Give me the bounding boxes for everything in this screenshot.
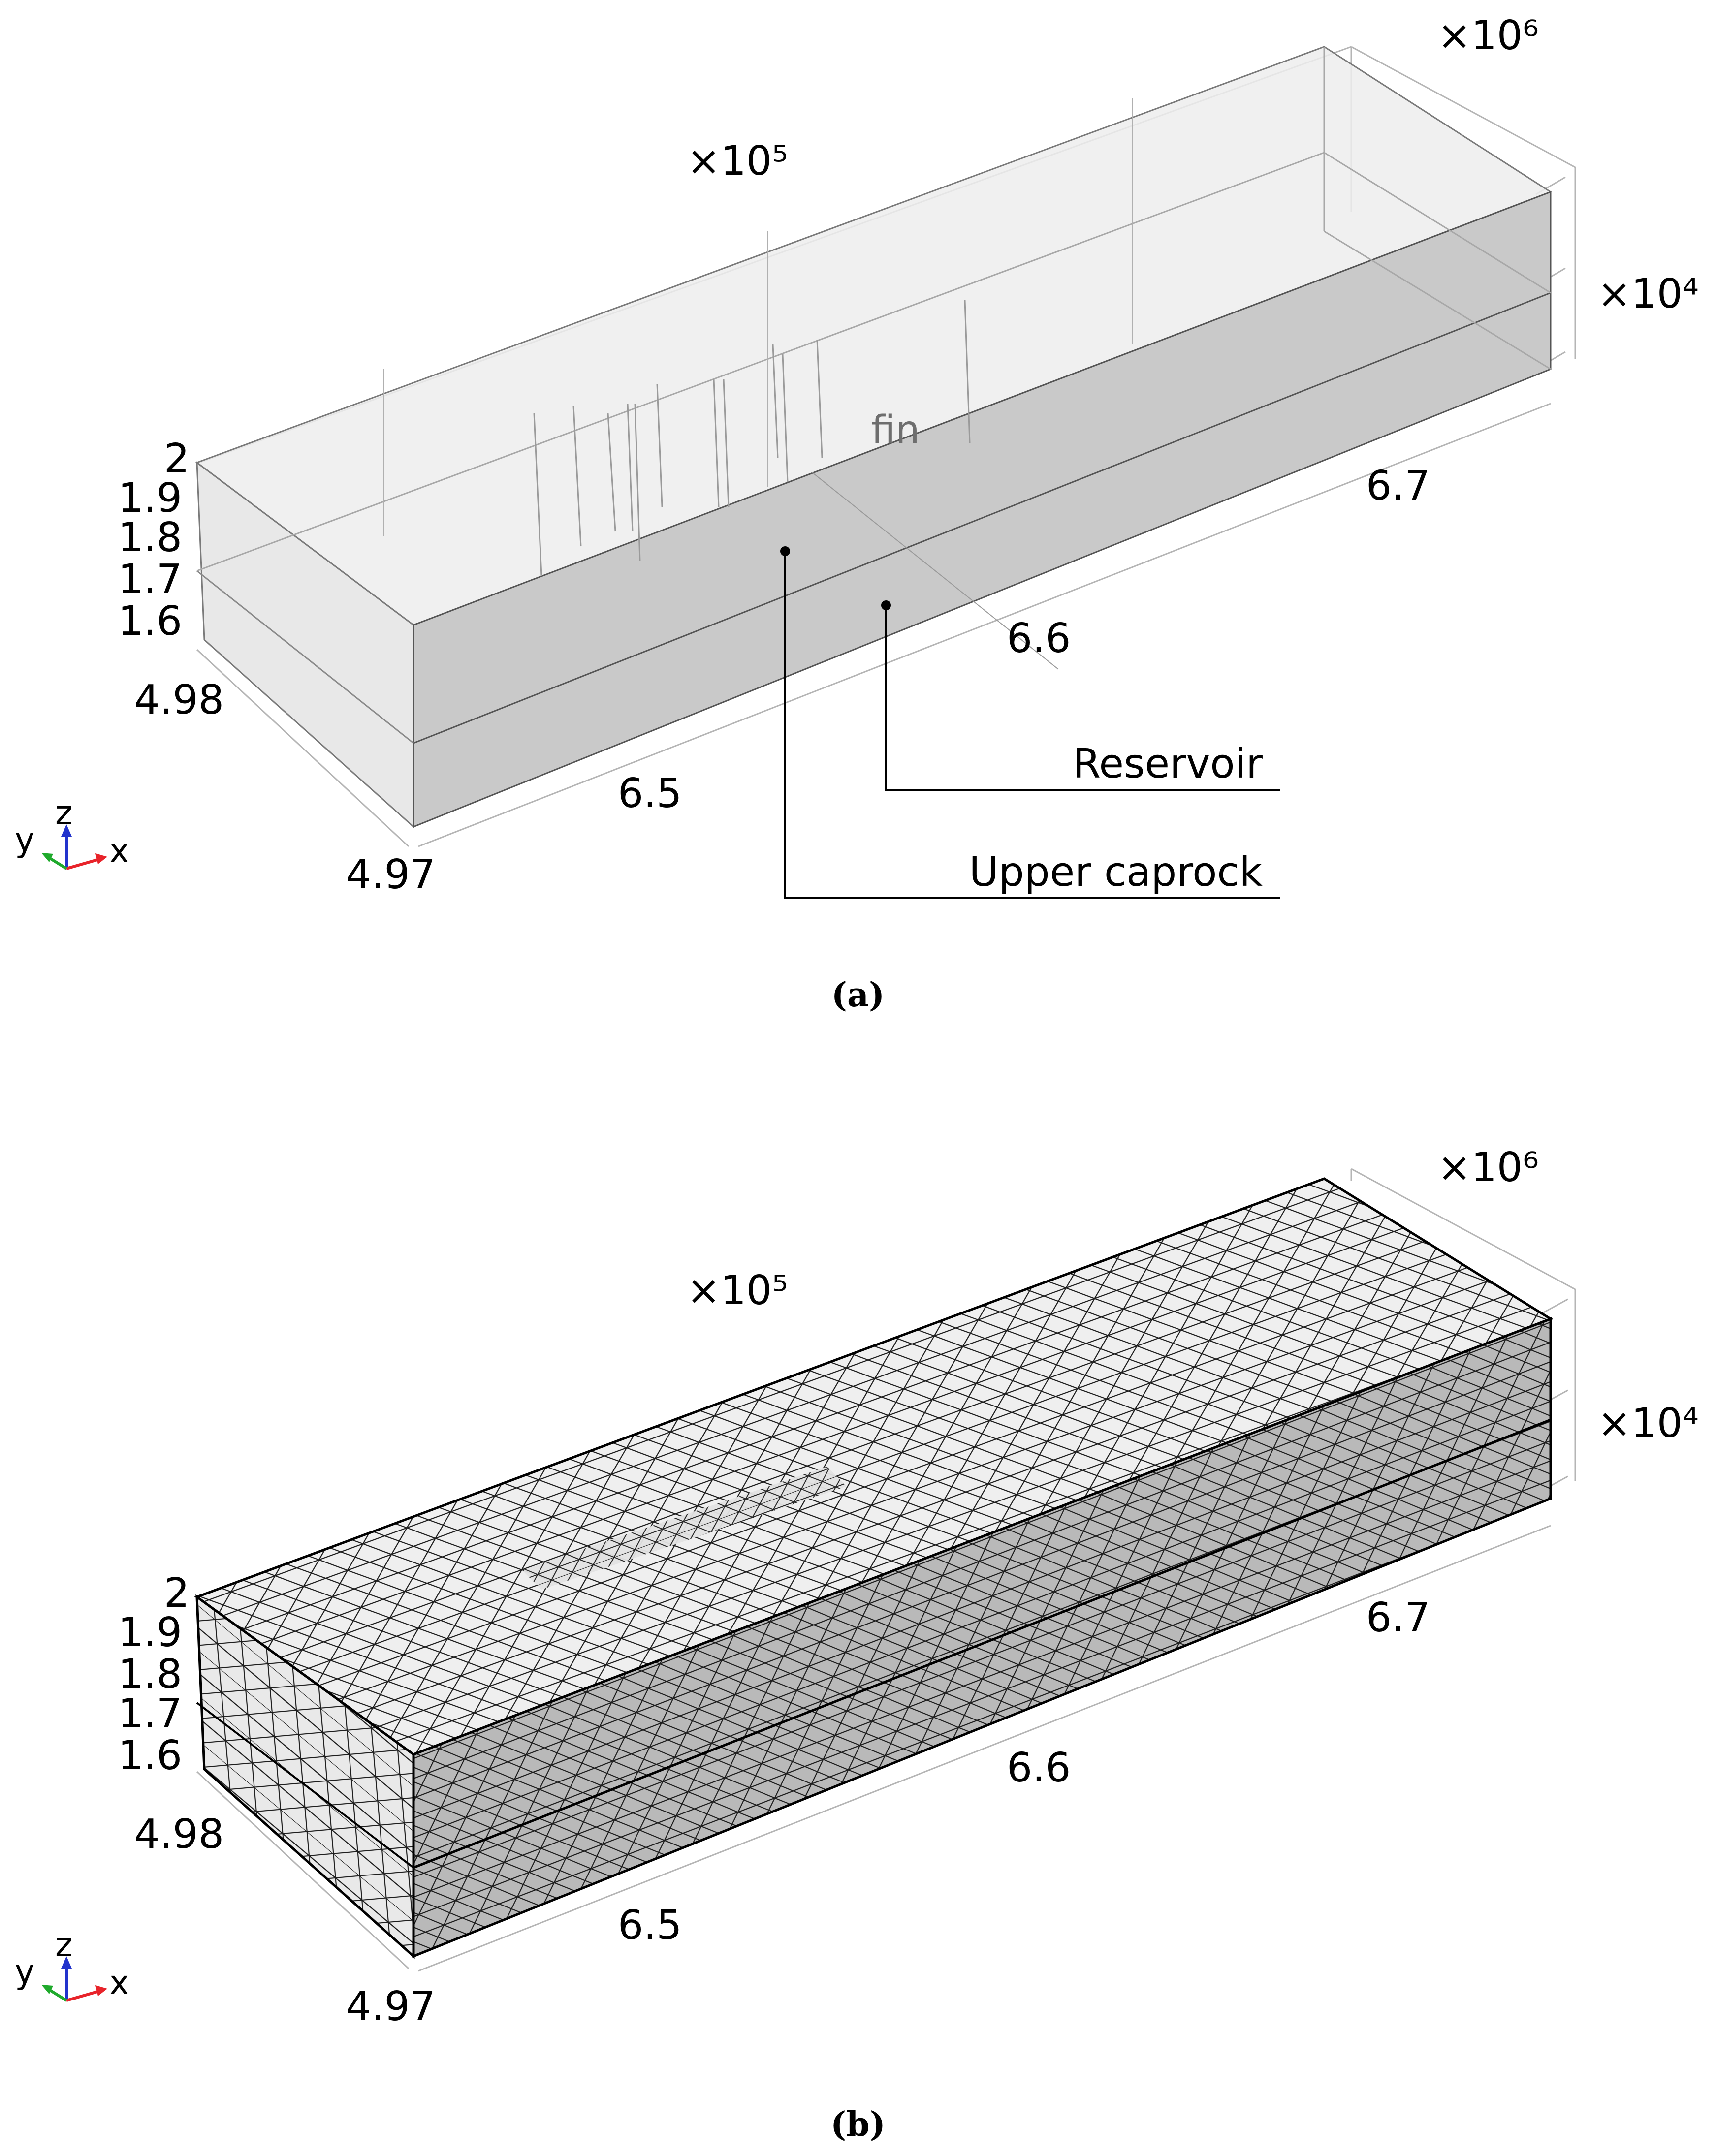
x-tick: 6.6: [1007, 615, 1071, 662]
z-tick: 1.7: [118, 1690, 182, 1737]
triad-x: x: [109, 832, 129, 871]
x-tick: 6.6: [1007, 1745, 1071, 1791]
y-tick-labels-b: 4.98 4.97: [134, 1811, 436, 2030]
y-tick-labels-a: 4.98 4.97: [134, 677, 436, 898]
scale-labels-a: ×10⁵ ×10⁶ ×10⁴: [687, 12, 1699, 317]
z-tick: 2: [164, 1570, 190, 1617]
mesh-front-face: [412, 1317, 1552, 1958]
x-tick-labels-a: 6.5 6.6 6.7: [618, 463, 1430, 817]
callouts-a: [784, 551, 1280, 899]
scale-labels-b: ×10⁵ ×10⁶ ×10⁴: [687, 1144, 1699, 1447]
caption-a: (a): [831, 975, 885, 1015]
z-tick: 1.6: [118, 1732, 182, 1779]
panel-b: 2 1.9 1.8 1.7 1.6 4.98 4.97 6.5 6.6 6.7 …: [15, 1144, 1699, 2144]
y-tick: 4.98: [134, 677, 224, 723]
z-tick: 1.9: [118, 475, 182, 522]
caption-b: (b): [830, 2105, 886, 2144]
fin-label: fin: [871, 408, 920, 452]
callout-dot-reservoir: [881, 600, 891, 610]
z-tick-labels-b: 2 1.9 1.8 1.7 1.6: [118, 1570, 190, 1779]
y-scale-label: ×10⁶: [1437, 12, 1539, 59]
x-tick: 6.5: [618, 1902, 682, 1949]
y-tick: 4.97: [346, 1983, 436, 2030]
triad-z: z: [55, 1926, 73, 1965]
mesh-refinement: [522, 1467, 847, 1590]
triad-y: y: [15, 1953, 34, 1992]
axis-frame-b: [196, 1168, 1576, 1972]
mesh-box-b: [194, 1177, 1554, 1959]
geometry-box-a: [195, 46, 1553, 829]
triad-y: y: [15, 821, 34, 860]
z-scale-label: ×10⁴: [1597, 1400, 1699, 1447]
triad-x: x: [109, 1964, 129, 2002]
x-tick: 6.7: [1366, 463, 1430, 509]
axis-triad-b: z x y: [15, 1926, 129, 2002]
z-tick: 1.6: [118, 598, 182, 645]
z-scale-label: ×10⁴: [1597, 271, 1699, 317]
z-tick: 2: [164, 436, 190, 482]
triad-z: z: [55, 794, 73, 833]
z-tick: 1.7: [118, 556, 182, 603]
z-tick-labels-a: 2 1.9 1.8 1.7 1.6: [118, 436, 190, 645]
x-tick: 6.5: [618, 770, 682, 817]
y-scale-label: ×10⁶: [1437, 1144, 1539, 1191]
callout-upper-caprock: Upper caprock: [969, 849, 1263, 896]
axis-triad-a: z x y: [15, 794, 129, 871]
panel-a: fin 2 1.9 1.8 1.7 1.6 4.98 4.97 6.5 6.6 …: [15, 12, 1699, 1015]
x-tick: 6.7: [1366, 1594, 1430, 1641]
callout-dot-upper-caprock: [780, 546, 790, 556]
z-tick: 1.9: [118, 1609, 182, 1656]
y-tick: 4.97: [346, 851, 436, 898]
callout-reservoir: Reservoir: [1073, 741, 1263, 787]
z-tick: 1.8: [118, 514, 182, 561]
y-tick: 4.98: [134, 1811, 224, 1858]
z-tick: 1.8: [118, 1651, 182, 1698]
x-tick-labels-b: 6.5 6.6 6.7: [618, 1594, 1430, 1949]
x-scale-label: ×10⁵: [687, 1267, 788, 1314]
x-scale-label: ×10⁵: [687, 138, 788, 185]
fin-lines: [533, 300, 971, 576]
